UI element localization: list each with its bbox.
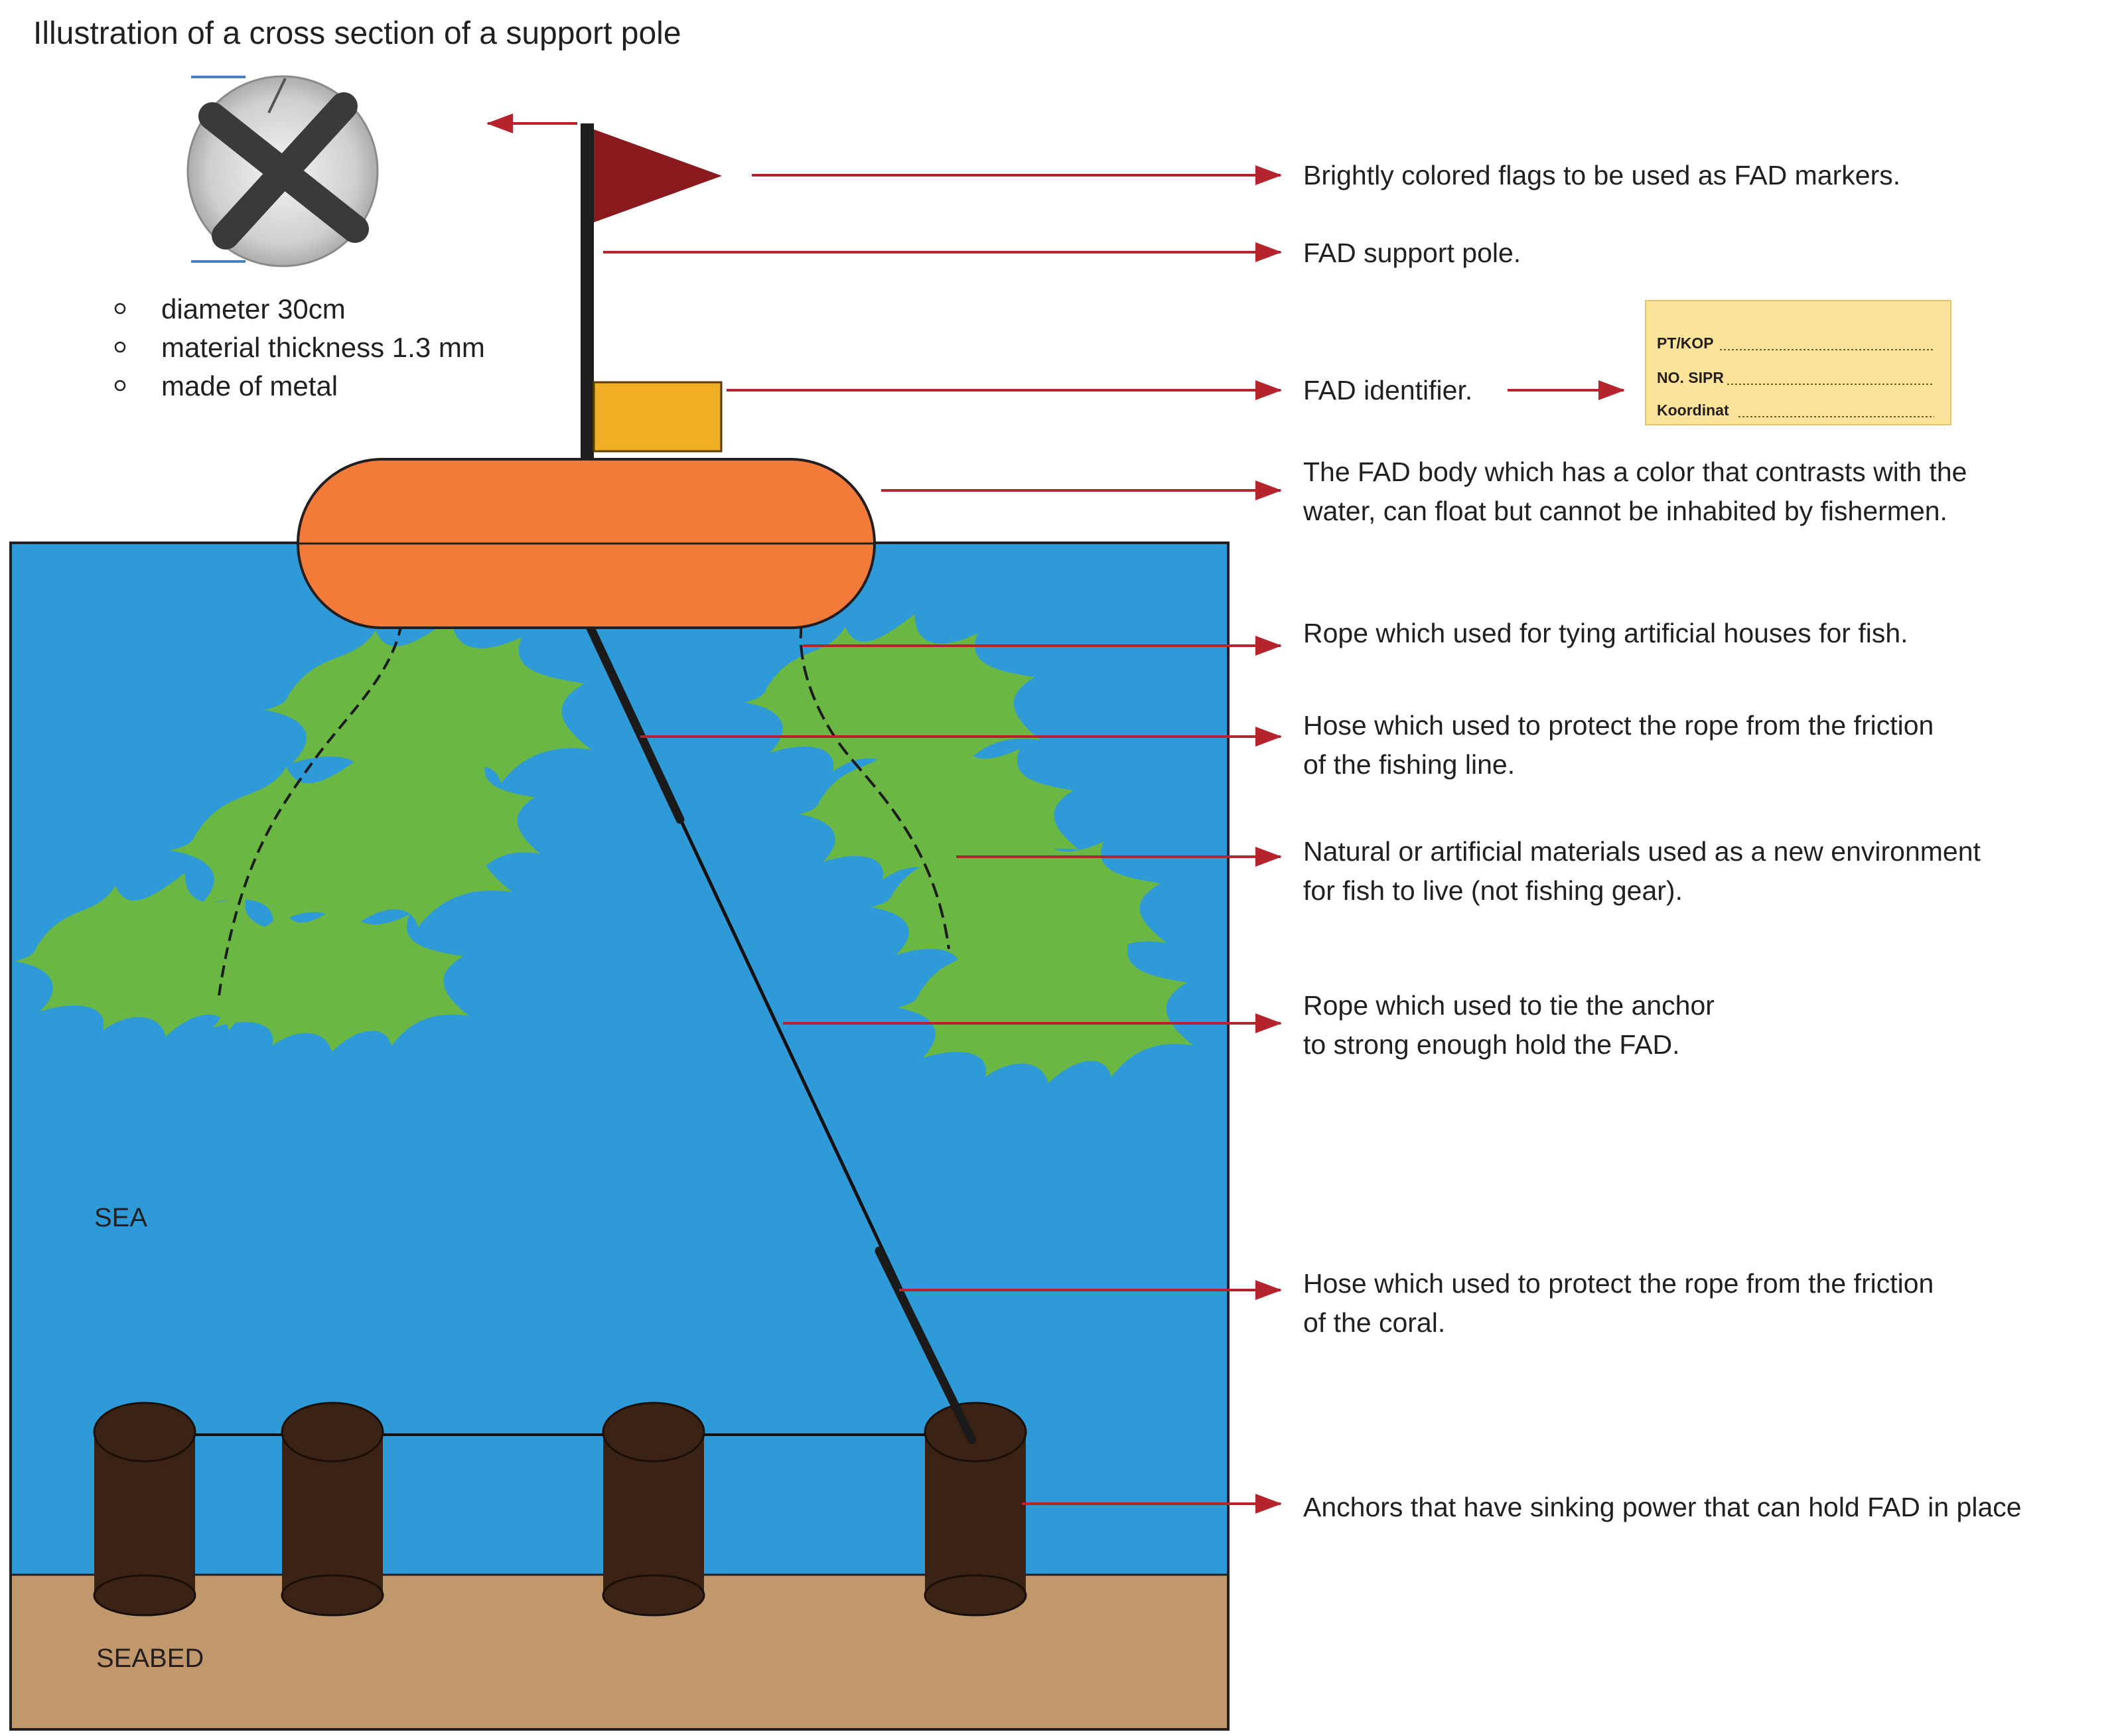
tag-field-ptkop: PT/KOP — [1657, 334, 1714, 352]
label-materials-line1: Natural or artificial materials used as … — [1303, 836, 1981, 867]
label-support-pole: FAD support pole. — [1303, 238, 1521, 268]
label-body-line1: The FAD body which has a color that cont… — [1303, 457, 1967, 487]
label-hose-line1: Hose which used to protect the rope from… — [1303, 710, 1934, 741]
label-habitat-rope: Rope which used for tying artificial hou… — [1303, 618, 1908, 648]
anchor-1 — [93, 1402, 196, 1617]
tag-field-koordinat: Koordinat — [1657, 401, 1729, 419]
page-title: Illustration of a cross section of a sup… — [33, 16, 681, 51]
habitat-rope-right — [799, 623, 950, 950]
label-body-line2: water, can float but cannot be inhabited… — [1303, 496, 1947, 526]
label-flags: Brightly colored flags to be used as FAD… — [1303, 160, 1900, 190]
label-list: Brightly colored flags to be used as FAD… — [1303, 160, 2022, 1522]
label-coral-hose-line1: Hose which used to protect the rope from… — [1303, 1268, 1934, 1299]
spec-item: diameter 30cm — [161, 293, 346, 325]
anchor-3 — [602, 1402, 705, 1617]
label-hose-line2: of the fishing line. — [1303, 749, 1515, 780]
bullet — [114, 380, 126, 392]
label-materials-line2: for fish to live (not fishing gear). — [1303, 875, 1683, 906]
label-anchor-rope-line1: Rope which used to tie the anchor — [1303, 990, 1715, 1021]
sea-label: SEA — [94, 1203, 147, 1232]
bullet — [114, 341, 126, 353]
label-coral-hose-line2: of the coral. — [1303, 1307, 1445, 1338]
tag-field-sipr: NO. SIPR — [1657, 369, 1724, 386]
habitat-rope-left — [218, 623, 403, 996]
anchor-4 — [924, 1402, 1027, 1617]
hose-top — [584, 619, 685, 824]
label-anchors: Anchors that have sinking power that can… — [1303, 1492, 2022, 1522]
leader-arrows — [603, 165, 1625, 1514]
support-pole-cross-section-photo — [186, 75, 379, 267]
seabed-label: SEABED — [96, 1644, 204, 1673]
hose-bottom — [875, 1246, 977, 1445]
spec-list: diameter 30cm material thickness 1.3 mm … — [114, 293, 485, 401]
marker-flag — [594, 129, 722, 222]
fad-identifier-plate — [593, 381, 723, 453]
label-identifier: FAD identifier. — [1303, 375, 1472, 405]
bullet — [114, 303, 126, 315]
label-anchor-rope-line2: to strong enough hold the FAD. — [1303, 1029, 1680, 1060]
support-pole — [581, 123, 594, 462]
spec-item: made of metal — [161, 370, 338, 401]
spec-item: material thickness 1.3 mm — [161, 332, 485, 363]
anchor-2 — [281, 1402, 384, 1617]
fad-identifier-tag: PT/KOP NO. SIPR Koordinat — [1645, 300, 1951, 425]
